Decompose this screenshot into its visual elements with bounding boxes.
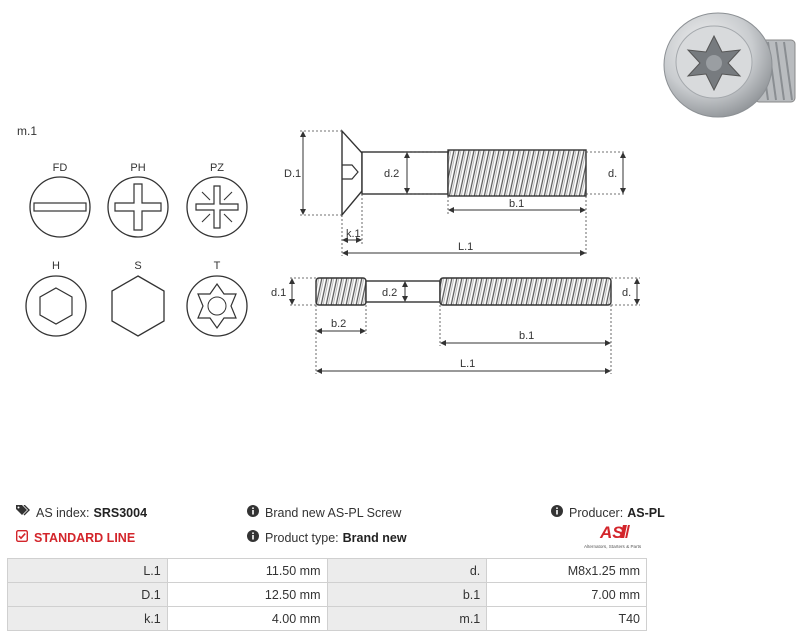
as-pl-logo: AS Alternators, Starters & Parts — [584, 520, 648, 552]
pozidriv-head-icon — [186, 176, 248, 238]
dimension-label: d.2 — [382, 287, 397, 299]
dimension-label: d.1 — [271, 287, 286, 299]
head-type-label: PH — [130, 162, 145, 174]
dimension-label: D.1 — [284, 168, 301, 180]
info-icon — [551, 505, 563, 520]
svg-text:AS: AS — [599, 523, 624, 542]
as-index-label: AS index: — [36, 505, 90, 520]
head-type-t: T — [186, 260, 248, 337]
product-type-label: Product type: — [265, 530, 339, 545]
dimension-label: d. — [608, 168, 617, 180]
spec-key: D.1 — [7, 582, 168, 607]
countersunk-screw-drawing: D.1 d.2 d. b.1 k.1 L.1 — [284, 129, 626, 256]
checkbox-checked-icon — [15, 529, 29, 545]
dimension-label: L.1 — [460, 358, 475, 370]
mark-label: m.1 — [17, 124, 37, 138]
product-line-text: STANDARD LINE — [34, 530, 136, 545]
spec-key: m.1 — [326, 606, 488, 631]
dimension-label: d.2 — [384, 168, 399, 180]
slotted-head-icon — [29, 176, 91, 238]
head-type-ph: PH — [107, 162, 169, 238]
info-icon — [247, 530, 259, 545]
spec-key: L.1 — [7, 558, 168, 583]
spec-value: 7.00 mm — [486, 582, 647, 607]
producer: Producer: AS-PL — [551, 505, 665, 520]
table-row: k.1 4.00 mm m.1 T40 — [7, 606, 647, 631]
producer-value: AS-PL — [627, 505, 665, 520]
description-text: Brand new AS-PL Screw — [265, 505, 402, 520]
product-description: Brand new AS-PL Screw — [247, 505, 401, 520]
head-type-label: S — [134, 260, 141, 272]
table-row: L.1 11.50 mm d. M8x1.25 mm — [7, 558, 647, 583]
dimension-label: d. — [622, 287, 631, 299]
tags-icon — [16, 504, 30, 520]
producer-label: Producer: — [569, 505, 624, 520]
head-type-s: S — [111, 260, 165, 337]
head-type-label: PZ — [210, 162, 224, 174]
spec-value: 12.50 mm — [166, 582, 328, 607]
head-type-fd: FD — [29, 162, 91, 238]
head-type-label: T — [214, 260, 221, 272]
dimension-label: k.1 — [346, 228, 361, 240]
svg-text:Alternators, Starters & Parts: Alternators, Starters & Parts — [584, 544, 642, 549]
specifications-table: L.1 11.50 mm d. M8x1.25 mm D.1 12.50 mm … — [7, 558, 647, 631]
dimension-label: L.1 — [458, 241, 473, 253]
head-type-h: H — [25, 260, 87, 337]
spec-key: k.1 — [7, 606, 168, 631]
spec-value: 11.50 mm — [166, 558, 328, 583]
as-index-value: SRS3004 — [93, 505, 148, 520]
head-type-label: H — [52, 260, 60, 272]
hex-head-icon — [111, 275, 165, 337]
stud-screw-drawing: d.1 d.2 d. b.2 b.1 L.1 — [271, 277, 640, 374]
product-type-value: Brand new — [342, 530, 407, 545]
dimension-label: b.2 — [331, 318, 346, 330]
spec-value: T40 — [486, 606, 647, 631]
torx-head-icon — [186, 275, 248, 337]
spec-key: b.1 — [326, 582, 488, 607]
phillips-head-icon — [107, 176, 169, 238]
product-type: Product type: Brand new — [247, 530, 407, 545]
hex-socket-head-icon — [25, 275, 87, 337]
as-index: AS index: SRS3004 — [16, 504, 148, 520]
dimension-label: b.1 — [509, 198, 524, 210]
table-row: D.1 12.50 mm b.1 7.00 mm — [7, 582, 647, 607]
spec-key: d. — [326, 558, 488, 583]
head-type-pz: PZ — [186, 162, 248, 238]
spec-value: M8x1.25 mm — [486, 558, 647, 583]
product-line: STANDARD LINE — [15, 529, 136, 545]
head-type-label: FD — [53, 162, 68, 174]
dimension-label: b.1 — [519, 330, 534, 342]
product-photo — [663, 12, 796, 118]
spec-value: 4.00 mm — [166, 606, 328, 631]
technical-drawing: m.1 FD PH PZ H S — [17, 12, 796, 374]
info-icon — [247, 505, 259, 520]
